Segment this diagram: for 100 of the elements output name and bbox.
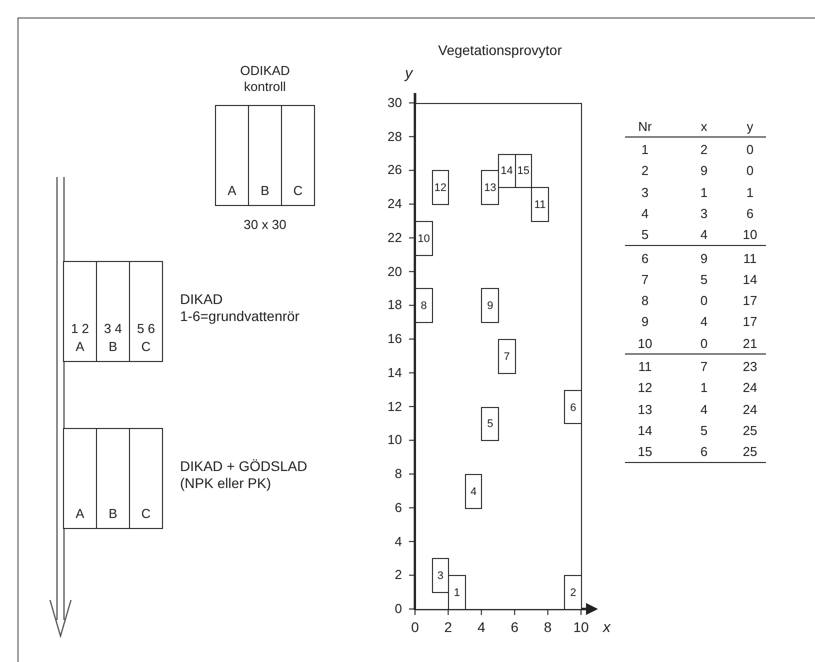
strip-label: A [226, 183, 238, 199]
tick-label: 24 [386, 196, 402, 212]
table-cell-text: 7 [699, 359, 709, 375]
strip-label: A [74, 339, 86, 355]
sample-plot [514, 154, 532, 188]
plot-number: 10 [416, 232, 431, 247]
sample-plot [564, 390, 582, 424]
plot-number: 5 [486, 417, 494, 432]
strip-label: C [140, 339, 152, 355]
plot-number: 4 [470, 484, 478, 500]
table-cell-text: 4 [699, 314, 709, 330]
plot-strip [248, 105, 282, 206]
tick-label: 4 [476, 619, 486, 635]
table-cell-text: 11 [742, 250, 758, 266]
strip-label: C [140, 506, 152, 522]
dimension-text: 30 x 30 [242, 217, 288, 233]
plot-number: 1 [452, 586, 462, 602]
treatment-label: DIKAD [180, 291, 223, 307]
table-cell-text: 25 [742, 444, 758, 460]
tick-label: 8 [542, 619, 553, 635]
table-cell-text: 1 [699, 380, 709, 396]
chart-title: Vegetationsprovytor [437, 42, 563, 58]
tick-label: 4 [394, 534, 402, 550]
tick-label: 18 [386, 297, 402, 314]
table-cell-text: 5 [699, 272, 709, 288]
strip-label: 5 6 [136, 321, 156, 337]
sample-plot [531, 187, 549, 222]
plot-number: 8 [420, 299, 428, 314]
sample-plot [415, 288, 433, 324]
tick-label: 14 [386, 364, 402, 381]
table-cell-text: 0 [745, 163, 755, 180]
table-cell-text: 17 [742, 293, 758, 310]
sample-plot [481, 406, 499, 442]
table-cell-text: 4 [640, 206, 650, 222]
sample-plot [448, 575, 466, 610]
plot-number: 2 [569, 586, 578, 602]
plot-heading: ODIKAD kontroll [239, 63, 291, 95]
plot-strip [215, 105, 249, 206]
strip-label: C [292, 183, 304, 199]
table-cell-text: 3 [640, 184, 650, 201]
tick-label: 30 [386, 94, 402, 111]
table-cell-text: 2 [699, 142, 709, 158]
tick-label: 8 [394, 466, 402, 482]
table-cell-text: 7 [640, 272, 650, 288]
plot-number: 14 [500, 164, 514, 180]
table-cell-text: 6 [745, 206, 755, 222]
plot-strip [96, 428, 130, 529]
plot-strip [129, 261, 163, 362]
table-cell-text: 9 [640, 314, 650, 330]
sample-plot [432, 558, 450, 594]
table-cell-text: 5 [640, 227, 650, 244]
table-cell-text: 23 [742, 359, 758, 375]
table-cell-text: 4 [699, 227, 709, 244]
tick-label: 2 [443, 619, 454, 635]
tick-label: 16 [386, 331, 402, 348]
plot-strip [63, 428, 97, 529]
table-cell-text: 1 [640, 142, 650, 158]
plot-strip [96, 261, 130, 362]
table-header: y [746, 119, 754, 135]
table-cell-text: 11 [637, 359, 653, 375]
treatment-note: 1-6=grundvattenrör [180, 308, 300, 324]
table-cell-text: 0 [699, 336, 709, 352]
plot-number: 13 [483, 181, 498, 196]
sample-plot [481, 170, 499, 206]
sample-plot [498, 339, 516, 374]
sample-plot [432, 170, 450, 206]
table-cell-text: 12 [636, 380, 654, 396]
table-header: x [700, 119, 708, 135]
axis-title: y [405, 66, 412, 82]
tick-label: 6 [510, 619, 520, 635]
treatment-label: DIKAD + GÖDSLAD [180, 458, 308, 474]
table-cell-text: 6 [699, 444, 709, 460]
table-cell-text: 5 [699, 422, 709, 439]
axis-title: x [603, 620, 610, 636]
table-cell-text: 0 [699, 293, 709, 310]
table-cell-text: 24 [742, 402, 758, 418]
strip-label: B [108, 506, 118, 522]
treatment-note: (NPK eller PK) [180, 475, 272, 491]
table-cell-text: 6 [640, 250, 650, 266]
table-cell-text: 15 [636, 444, 654, 460]
table-cell-text: 3 [699, 206, 709, 222]
table-cell-text: 2 [640, 163, 650, 180]
tick-label: 10 [572, 619, 590, 635]
table-cell-text: 10 [636, 336, 654, 352]
strip-label: B [260, 183, 270, 199]
tick-label: 28 [386, 128, 402, 145]
sample-plot [481, 288, 499, 324]
table-header: Nr [637, 119, 653, 135]
plot-number: 7 [502, 350, 511, 365]
tick-label: 6 [394, 500, 402, 516]
tick-label: 12 [386, 398, 402, 415]
tick-label: 0 [394, 601, 402, 617]
plot-strip [63, 261, 97, 362]
table-cell-text: 0 [745, 142, 755, 158]
table-cell-text: 9 [699, 250, 709, 266]
table-cell-text: 21 [742, 336, 758, 352]
tick-label: 20 [386, 264, 402, 280]
tick-label: 0 [410, 619, 420, 635]
sample-plot [464, 474, 482, 509]
table-cell-text: 9 [699, 163, 709, 180]
